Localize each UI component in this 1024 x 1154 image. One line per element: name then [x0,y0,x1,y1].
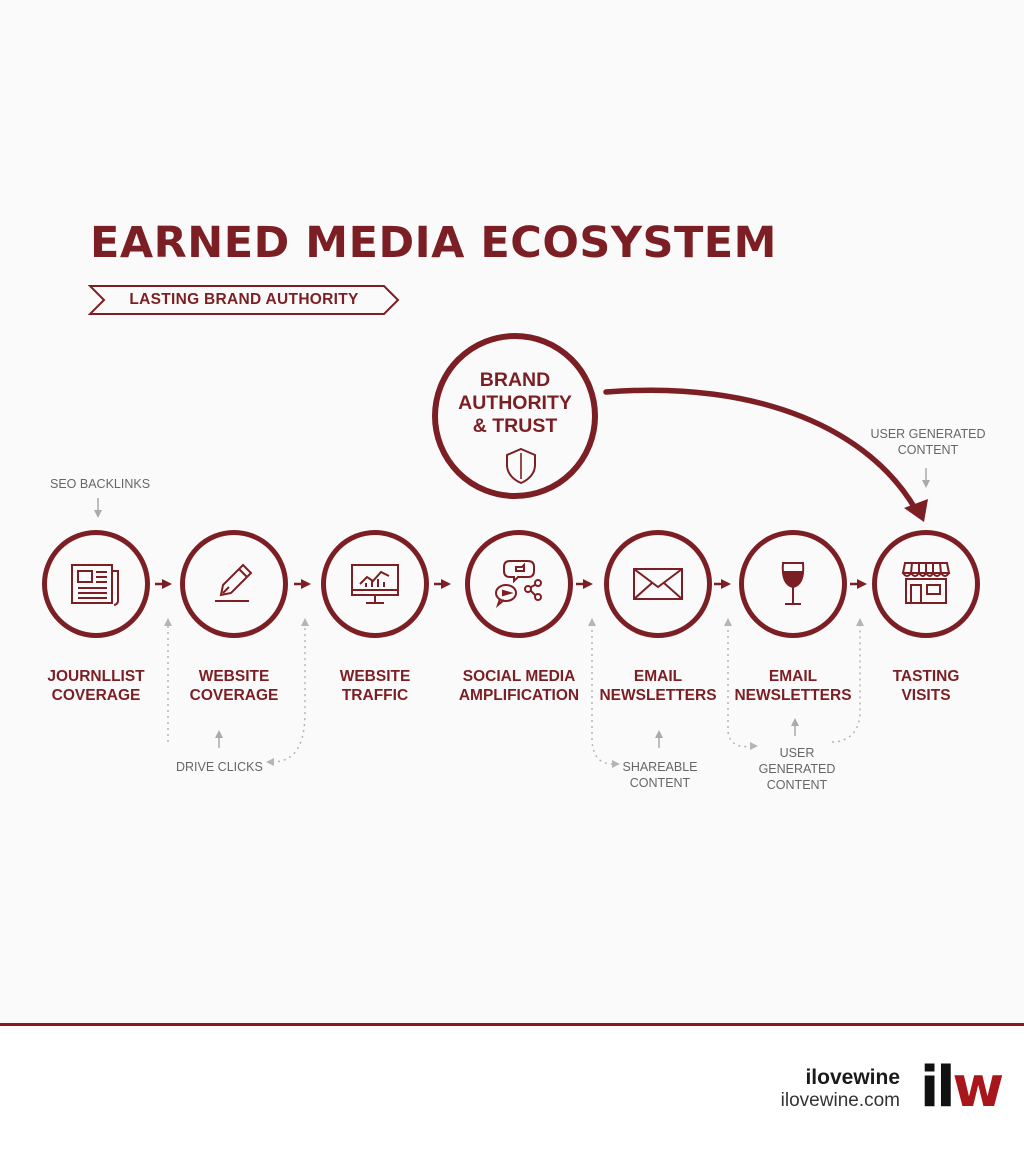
node-label-email-newsletters-2: EMAIL NEWSLETTERS [718,667,868,705]
note-drive-clicks: DRIVE CLICKS [176,760,263,774]
node-label-line1: WEBSITE [198,668,270,685]
note-shareable-content: SHAREABLE CONTENT [610,759,710,791]
node-label-tasting-visits: TASTING VISITS [851,667,1001,705]
node-website-traffic [321,530,429,638]
note-ugc-top-line2: CONTENT [897,443,959,457]
node-label-website-traffic: WEBSITE TRAFFIC [300,667,450,705]
note-ugc-top: USER GENERATED CONTENT [868,426,988,458]
note-ugc-top-line1: USER GENERATED [870,427,986,441]
node-label-line1: WEBSITE [339,668,411,685]
logo-text: ilw [920,1055,1004,1120]
node-label-line1: TASTING [892,668,960,685]
node-label-line2: VISITS [901,687,951,704]
node-label-line1: EMAIL [768,668,818,685]
node-label-journalist-coverage: JOURNLLIST COVERAGE [21,667,171,705]
shield-icon [506,447,536,485]
wine-glass-icon [781,562,805,605]
dotted-arrowheads [164,618,864,768]
node-journalist-coverage [42,530,150,638]
note-seo-backlinks: SEO BACKLINKS [50,477,151,491]
envelope-icon [633,568,683,600]
social-share-icon [495,560,542,609]
note-shareable-line2: CONTENT [629,776,691,790]
node-email-newsletters-2 [739,530,847,638]
note-arrows [94,468,930,748]
node-label-social-media-amplification: SOCIAL MEDIA AMPLIFICATION [444,667,594,705]
node-email-newsletters-1 [604,530,712,638]
node-label-line2: NEWSLETTERS [734,687,852,704]
hub-to-tasting-arrow [603,387,919,513]
monitor-chart-icon [351,564,399,604]
ribbon-outline [88,285,400,315]
node-label-line2: AMPLIFICATION [458,687,580,704]
node-label-line1: EMAIL [633,668,683,685]
node-label-line2: COVERAGE [51,687,141,704]
hub-brand-authority: BRAND AUTHORITY & TRUST [432,333,598,499]
hub-to-tasting-arrowhead [904,499,928,522]
diagram-title: EARNED MEDIA ECOSYSTEM [90,218,777,268]
node-label-line1: SOCIAL MEDIA [462,668,576,685]
subtitle-text: LASTING BRAND AUTHORITY [129,291,359,308]
node-label-website-coverage: WEBSITE COVERAGE [159,667,309,705]
footer-brand-url[interactable]: ilovewine.com [780,1090,900,1111]
footer-rule [0,1023,1024,1026]
node-website-coverage [180,530,288,638]
footer [0,1026,1024,1154]
node-label-line1: JOURNLLIST [47,668,145,685]
note-ugc-bottom-line2: GENERATED [758,762,836,776]
note-ugc-bottom-line1: USER [779,746,815,760]
dotted-connectors [167,624,861,765]
node-label-line2: TRAFFIC [341,687,409,704]
storefront-icon [901,562,951,604]
note-shareable-line1: SHAREABLE [622,760,698,774]
hub-label-line3: & TRUST [472,415,558,437]
ilw-logo: ilw [920,1056,1006,1120]
hub-label: BRAND AUTHORITY & TRUST [438,369,592,438]
node-label-line2: COVERAGE [189,687,279,704]
node-label-line2: NEWSLETTERS [599,687,717,704]
node-label-email-newsletters-1: EMAIL NEWSLETTERS [583,667,733,705]
pen-nib-icon [215,563,253,602]
node-social-media-amplification [465,530,573,638]
note-ugc-bottom-line3: CONTENT [766,778,828,792]
hub-label-line1: BRAND [479,369,551,391]
note-ugc-bottom: USER GENERATED CONTENT [752,745,842,793]
hub-label-line2: AUTHORITY [458,392,572,414]
logo-text-accent: w [952,1055,1004,1120]
newspaper-icon [71,564,119,606]
logo-text-main: il [920,1055,955,1120]
subtitle-ribbon: LASTING BRAND AUTHORITY [88,284,400,316]
footer-brand-name: ilovewine [805,1066,900,1089]
node-tasting-visits [872,530,980,638]
